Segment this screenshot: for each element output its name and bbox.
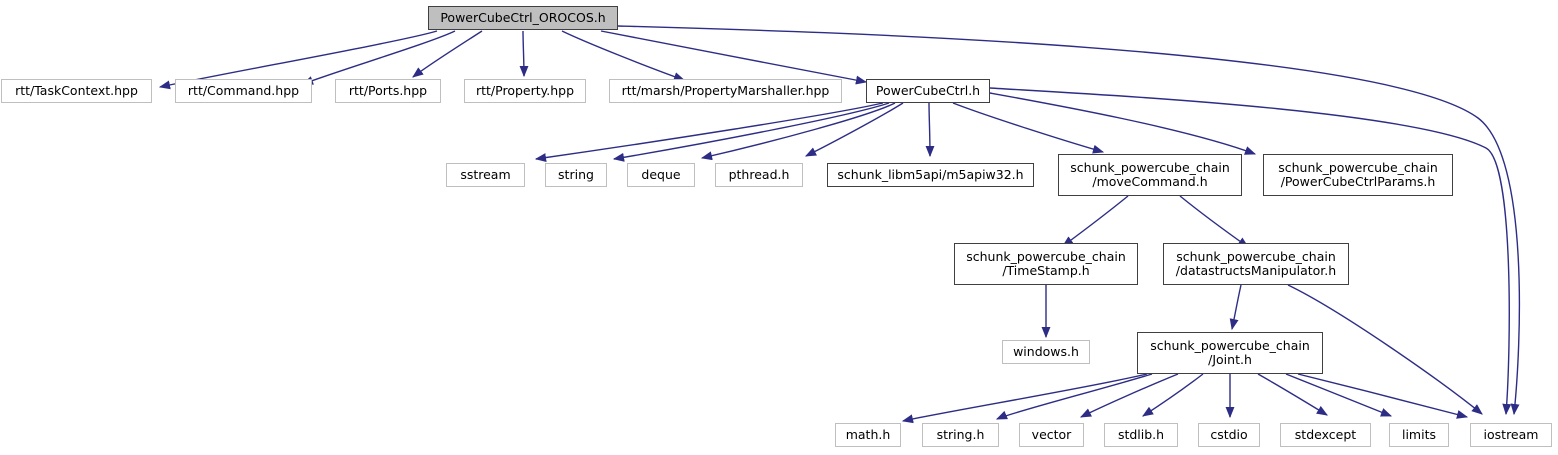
edge-datastr-to-joint — [1229, 284, 1242, 331]
graph-node-label: windows.h — [1013, 344, 1079, 359]
graph-node-label: limits — [1401, 427, 1436, 442]
graph-node-pthread[interactable]: pthread.h — [715, 163, 803, 187]
edge-joint-to-stdlib — [1142, 373, 1204, 417]
graph-node-label: schunk_libm5api/m5apiw32.h — [837, 167, 1024, 182]
graph-node-joint[interactable]: schunk_powercube_chain /Joint.h — [1137, 332, 1323, 374]
edge-joint-to-iostream — [1297, 373, 1469, 419]
graph-node-label: rtt/Ports.hpp — [348, 83, 428, 98]
graph-node-limits[interactable]: limits — [1389, 423, 1449, 447]
edge-pcctrl-to-params — [989, 92, 1257, 155]
graph-node-label: stdexcept — [1294, 427, 1357, 442]
graph-node-label: string — [558, 167, 594, 182]
edge-root-to-command — [301, 30, 456, 85]
edge-pcctrl-to-string — [612, 102, 890, 162]
edge-joint-to-stdexcept — [1257, 373, 1328, 416]
graph-node-label: schunk_powercube_chain /PowerCubeCtrlPar… — [1278, 160, 1438, 189]
edge-root-to-property — [519, 30, 529, 78]
graph-node-taskctx[interactable]: rtt/TaskContext.hpp — [1, 79, 152, 103]
edge-pcctrl-to-iostream — [989, 87, 1512, 416]
graph-node-label: PowerCubeCtrl.h — [875, 83, 981, 98]
graph-node-stdlib[interactable]: stdlib.h — [1104, 423, 1178, 447]
graph-node-windows[interactable]: windows.h — [1002, 340, 1090, 364]
graph-node-label: schunk_powercube_chain /moveCommand.h — [1070, 160, 1230, 189]
graph-node-sstream[interactable]: sstream — [446, 163, 525, 187]
edge-root-to-marshaller — [561, 30, 686, 81]
edge-pcctrl-to-pthread — [804, 102, 904, 157]
graph-node-label: rtt/TaskContext.hpp — [15, 83, 138, 98]
graph-node-label: deque — [641, 167, 681, 182]
edge-root-to-pcctrl — [600, 30, 868, 85]
graph-node-datastr[interactable]: schunk_powercube_chain /datastructsManip… — [1163, 243, 1349, 285]
graph-node-label: PowerCubeCtrl_OROCOS.h — [440, 10, 606, 25]
graph-node-marshaller[interactable]: rtt/marsh/PropertyMarshaller.hpp — [609, 79, 842, 103]
graph-node-vector[interactable]: vector — [1019, 423, 1084, 447]
edge-movecmd-to-timestamp — [1062, 195, 1129, 247]
graph-node-label: string.h — [936, 427, 985, 442]
graph-node-string[interactable]: string — [545, 163, 607, 187]
graph-node-label: vector — [1031, 427, 1072, 442]
graph-node-label: math.h — [845, 427, 891, 442]
graph-node-label: iostream — [1483, 427, 1539, 442]
edge-pcctrl-to-movecmd — [952, 102, 1105, 154]
edge-root-to-ports — [412, 30, 483, 78]
graph-node-command[interactable]: rtt/Command.hpp — [175, 79, 312, 103]
graph-node-ports[interactable]: rtt/Ports.hpp — [335, 79, 441, 103]
graph-node-movecmd[interactable]: schunk_powercube_chain /moveCommand.h — [1058, 154, 1242, 196]
edge-joint-to-vector — [1079, 373, 1179, 418]
graph-node-label: schunk_powercube_chain /TimeStamp.h — [966, 249, 1126, 278]
edge-pcctrl-to-m5api — [925, 102, 935, 158]
graph-node-label: rtt/Property.hpp — [475, 83, 575, 98]
graph-node-label: pthread.h — [728, 167, 790, 182]
graph-node-label: schunk_powercube_chain /datastructsManip… — [1175, 249, 1337, 278]
graph-node-label: sstream — [460, 167, 511, 182]
graph-node-label: stdlib.h — [1117, 427, 1165, 442]
edge-joint-to-mathh — [901, 373, 1148, 424]
graph-node-label: rtt/marsh/PropertyMarshaller.hpp — [621, 83, 830, 98]
graph-node-pcctrl[interactable]: PowerCubeCtrl.h — [866, 79, 990, 103]
edge-pcctrl-to-sstream — [534, 102, 884, 163]
graph-node-params[interactable]: schunk_powercube_chain /PowerCubeCtrlPar… — [1263, 154, 1453, 196]
graph-node-mathh[interactable]: math.h — [835, 423, 901, 447]
graph-node-stringh[interactable]: string.h — [922, 423, 999, 447]
graph-node-label: cstdio — [1210, 427, 1248, 442]
edge-movecmd-to-datastr — [1179, 195, 1249, 248]
graph-node-stdexcept[interactable]: stdexcept — [1280, 423, 1371, 447]
graph-node-deque[interactable]: deque — [627, 163, 695, 187]
graph-node-timestamp[interactable]: schunk_powercube_chain /TimeStamp.h — [954, 243, 1138, 285]
graph-node-root[interactable]: PowerCubeCtrl_OROCOS.h — [428, 6, 618, 30]
edge-datastr-to-iostream — [1287, 284, 1483, 415]
edge-joint-to-stringh — [995, 373, 1153, 420]
graph-node-property[interactable]: rtt/Property.hpp — [464, 79, 586, 103]
graph-node-m5api[interactable]: schunk_libm5api/m5apiw32.h — [827, 163, 1034, 187]
edge-pcctrl-to-deque — [700, 102, 896, 161]
graph-node-iostream[interactable]: iostream — [1470, 423, 1552, 447]
edge-joint-to-limits — [1285, 373, 1393, 417]
graph-node-label: rtt/Command.hpp — [187, 83, 300, 98]
graph-node-cstdio[interactable]: cstdio — [1198, 423, 1260, 447]
graph-node-label: schunk_powercube_chain /Joint.h — [1150, 338, 1310, 367]
edge-root-to-iostream — [617, 25, 1521, 416]
